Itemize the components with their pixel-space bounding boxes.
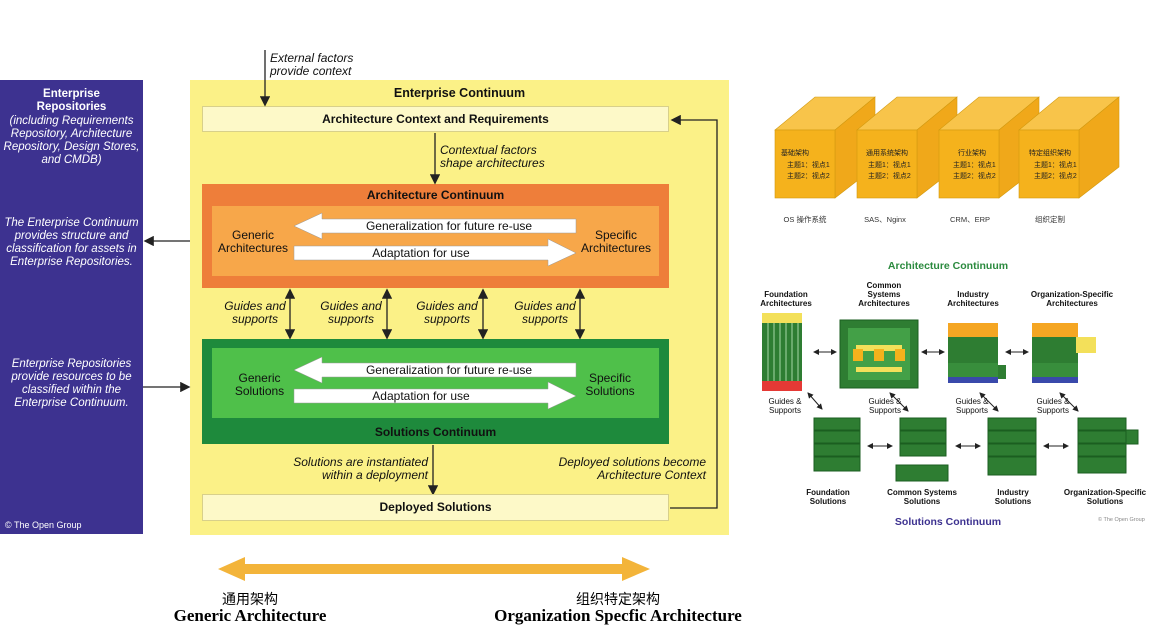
ac-sol-title: Solutions Continuum [894, 516, 1002, 528]
ac-org-sol-label: Organization-Specific Solutions [1063, 488, 1147, 506]
generic-architectures-label: Generic Architectures [217, 228, 289, 255]
ac-common-label: Common Systems Architectures [858, 281, 910, 308]
cube-4 [1018, 96, 1120, 199]
specific-architectures-label: Specific Architectures [580, 228, 652, 255]
bottom-range-arrow [218, 557, 650, 581]
foundation-arch-block [762, 313, 802, 391]
cube-3-line1: 主题1：视点1 [953, 162, 996, 169]
cube-2 [856, 96, 958, 199]
arch-adaptation-arrow [293, 238, 577, 267]
repo-including: (including Requirements Repository, Arch… [3, 115, 140, 166]
architecture-context-bar: Architecture Context and Requirements [202, 106, 669, 132]
org-sol-block [1077, 417, 1139, 474]
cube-2-line1: 主题1：视点1 [868, 162, 911, 169]
solutions-continuum-inner [212, 348, 659, 418]
cube-2-line2: 主题2：视点2 [868, 173, 911, 180]
ac-guides-3: Guides & Supports [955, 397, 989, 415]
deployed-become-label: Deployed solutions become Architecture C… [558, 455, 706, 482]
ac-guides-2: Guides & Supports [868, 397, 902, 415]
industry-sol-block [987, 417, 1037, 476]
sol-generalization-arrow [293, 356, 577, 384]
guides-label-1: Guides and supports [224, 299, 286, 326]
ac-guides-1: Guides & Supports [768, 397, 802, 415]
common-systems-arch-block [839, 319, 919, 389]
cube-1-caption: OS 操作系统 [783, 215, 827, 224]
architecture-continuum-inner [212, 206, 659, 276]
ac-industry-label: Industry Architectures [947, 290, 999, 308]
repo-continuum-note: The Enterprise Continuum provides struct… [4, 217, 139, 268]
cube-3-name: 行业架构 [958, 150, 986, 157]
guides-label-4: Guides and supports [514, 299, 576, 326]
deployed-solutions-bar: Deployed Solutions [202, 494, 669, 521]
bottom-right-cn: 组织特定架构 [576, 592, 660, 608]
instantiated-label: Solutions are instantiated within a depl… [293, 455, 428, 482]
common-sol-block [895, 417, 949, 482]
cube-1 [774, 96, 876, 199]
foundation-sol-block [813, 417, 861, 472]
contextual-factors-label: Contextual factors shape architectures [440, 143, 545, 170]
cube-1-line1: 主题1：视点1 [787, 162, 830, 169]
arch-adaptation-label: Adaptation for use [372, 246, 470, 260]
org-arch-block [1032, 323, 1096, 383]
ac-guides-4: Guides & Supports [1036, 397, 1070, 415]
sol-adaptation-arrow [293, 381, 577, 410]
deployed-feedback-arrow [670, 114, 718, 509]
ac-industry-sol-label: Industry Solutions [994, 488, 1032, 506]
guides-label-3: Guides and supports [416, 299, 478, 326]
sol-adaptation-label: Adaptation for use [372, 389, 470, 403]
arch-generalization-label: Generalization for future re-use [365, 219, 533, 233]
cube-4-line2: 主题2：视点2 [1034, 173, 1077, 180]
ac-org-label: Organization-Specific Architectures [1030, 290, 1114, 308]
cube-2-caption: SAS、Nginx [864, 215, 906, 224]
cube-4-caption: 组织定制 [1035, 215, 1065, 224]
enterprise-continuum-title: Enterprise Continuum [393, 86, 526, 100]
cube-2-name: 通用系统架构 [866, 150, 908, 157]
guides-label-2: Guides and supports [320, 299, 382, 326]
ac-foundation-sol-label: Foundation Solutions [806, 488, 850, 506]
ac-title: Architecture Continuum [887, 260, 1009, 272]
cube-3-line2: 主题2：视点2 [953, 173, 996, 180]
cube-1-line2: 主题2：视点2 [787, 173, 830, 180]
bottom-right-en: Organization Specfic Architecture [494, 606, 742, 625]
industry-arch-block [948, 323, 1006, 383]
enterprise-repositories-panel: Enterprise Repositories (including Requi… [0, 80, 143, 534]
enterprise-continuum-box [190, 80, 729, 535]
ac-common-sol-label: Common Systems Solutions [887, 488, 957, 506]
cube-3-caption: CRM、ERP [949, 215, 990, 224]
cube-4-line1: 主题1：视点1 [1034, 162, 1077, 169]
bottom-left-en: Generic Architecture [173, 606, 327, 625]
cube-diagram [774, 96, 1120, 199]
ac-copyright: © The Open Group [1098, 517, 1145, 523]
repo-title: Enterprise Repositories [36, 88, 107, 113]
ac-graphics [762, 313, 1139, 482]
ac-foundation-label: Foundation Architectures [760, 290, 812, 308]
arch-generalization-arrow [293, 212, 577, 240]
cube-4-name: 特定组织架构 [1029, 150, 1071, 157]
bottom-left-cn: 通用架构 [222, 592, 278, 608]
repo-copyright: © The Open Group [5, 520, 82, 530]
generic-solutions-label: Generic Solutions [234, 371, 285, 398]
repo-resources-note: Enterprise Repositories provide resource… [11, 358, 132, 409]
architecture-continuum-title: Architecture Continuum [366, 188, 505, 202]
cube-1-name: 基础架构 [781, 150, 809, 157]
specific-solutions-label: Specific Solutions [585, 371, 635, 398]
external-factors-label: External factors provide context [270, 51, 354, 78]
sol-generalization-label: Generalization for future re-use [365, 363, 533, 377]
solutions-continuum-title: Solutions Continuum [374, 425, 497, 439]
